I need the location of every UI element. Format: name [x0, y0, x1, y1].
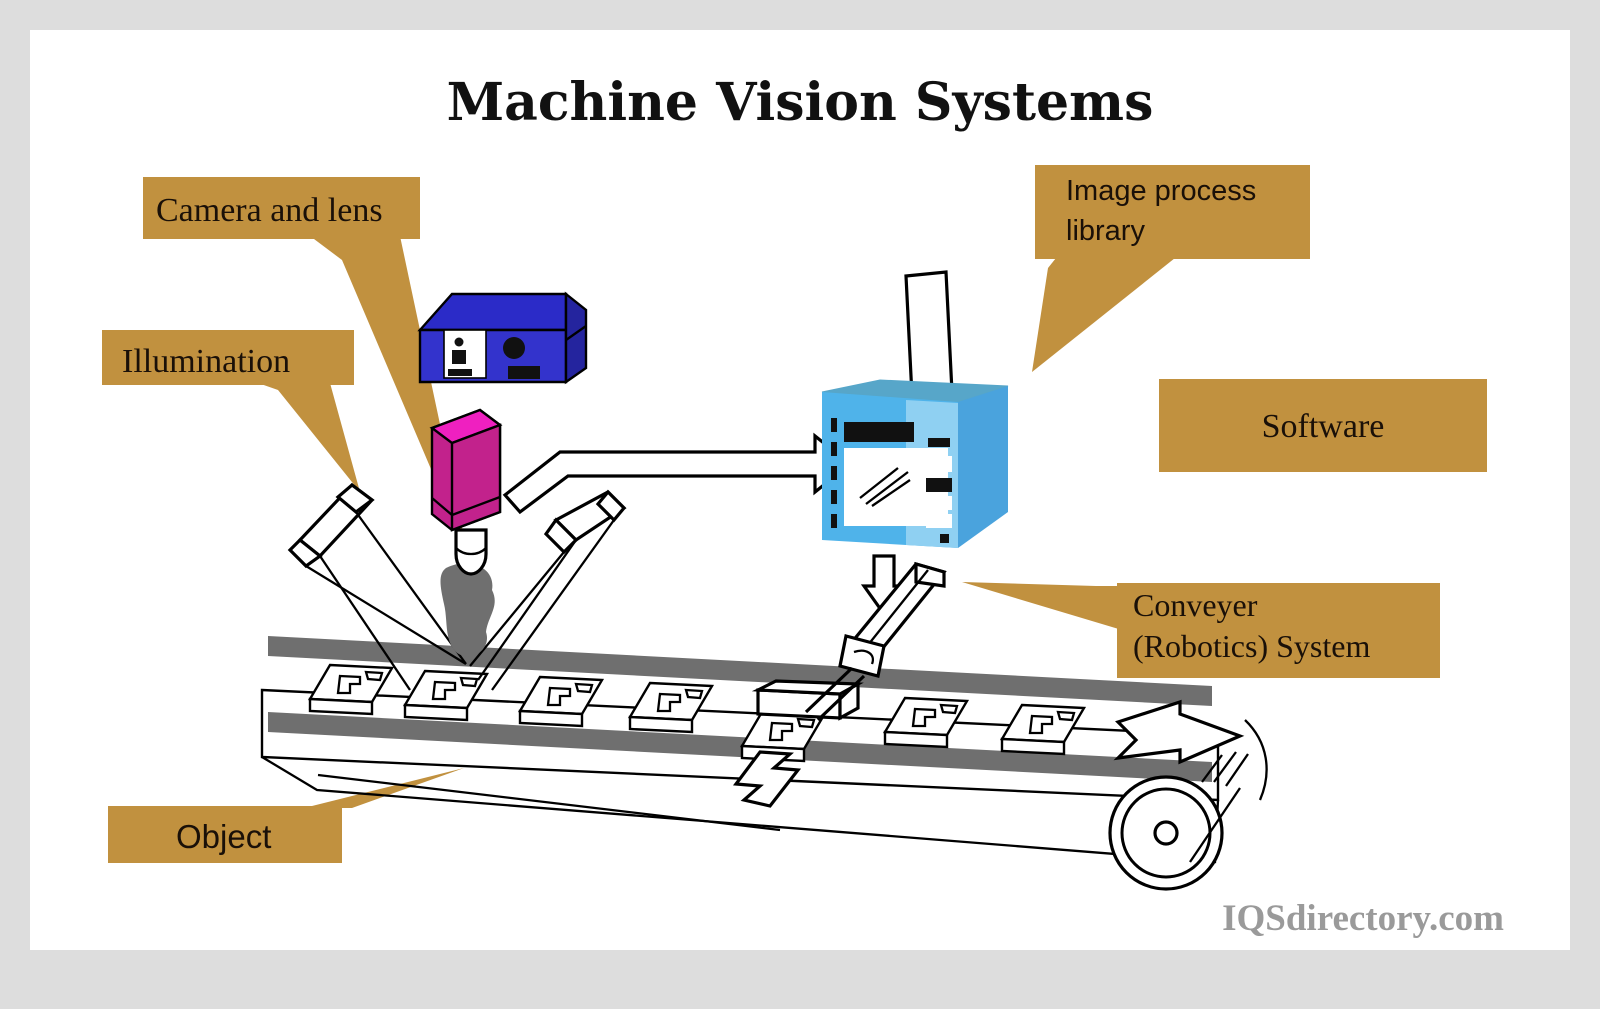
computer-button-4[interactable]	[926, 496, 952, 510]
callout-software[interactable]: Software	[1159, 379, 1487, 472]
callout-box-software[interactable]	[1159, 379, 1487, 472]
conveyor-rail-top	[268, 636, 1212, 706]
objects-on-belt	[307, 663, 1087, 808]
callout-box-camera-and-lens[interactable]	[143, 177, 420, 239]
controller-knob	[503, 337, 525, 359]
computer-button-3[interactable]	[926, 478, 952, 492]
controller-led	[454, 337, 464, 347]
list-item	[307, 663, 395, 716]
callout-tail-conveyer-system	[962, 582, 1132, 633]
callout-label-image-process-library-line2: library	[1066, 215, 1145, 247]
callout-box-object[interactable]	[108, 806, 342, 863]
camera-lens	[454, 528, 488, 576]
callout-label-conveyer-system-line1: Conveyer	[1133, 587, 1258, 623]
callout-box-image-process-library[interactable]	[1035, 165, 1310, 259]
computer-top-face	[822, 380, 1008, 402]
roller-hatching	[1201, 751, 1249, 787]
callout-label-software: Software	[1262, 408, 1385, 445]
callout-tail-object	[280, 768, 464, 808]
lens-ring	[455, 547, 487, 556]
page-title: Machine Vision Systems	[447, 72, 1154, 133]
controller-port	[508, 366, 540, 379]
list-item	[627, 681, 715, 734]
list-item	[517, 675, 605, 728]
computer-button-1[interactable]	[928, 438, 950, 447]
callout-tails	[258, 236, 1175, 808]
callout-label-image-process-library-line1: Image process	[1066, 175, 1256, 207]
callout-label-conveyer-system-line2: (Robotics) System	[1133, 628, 1370, 664]
conveyor-belt	[260, 636, 1268, 891]
controller-box	[417, 291, 588, 385]
computer-header-bar	[844, 422, 914, 442]
object-leader-line	[317, 773, 781, 832]
belt-direction-arrow	[1113, 699, 1245, 765]
camera-and-lens	[429, 408, 503, 576]
inspected-object	[440, 563, 495, 657]
controller-front-face	[418, 328, 568, 384]
callout-tail-illumination	[258, 383, 360, 492]
computer-button-5[interactable]	[926, 514, 952, 528]
watermark: IQSdirectory.com	[1222, 898, 1504, 939]
callout-illumination[interactable]: Illumination	[102, 330, 354, 385]
callout-conveyer-system[interactable]: Conveyer (Robotics) System	[1117, 583, 1440, 678]
camera-seam	[431, 495, 501, 517]
illumination-lamp-left	[287, 482, 467, 691]
roller-arc-top	[1244, 719, 1268, 801]
controller-panel-square	[452, 350, 466, 364]
screen-graphic	[859, 467, 911, 507]
callout-box-conveyer-system[interactable]	[1117, 583, 1440, 678]
roller-hub	[1153, 820, 1179, 846]
computer-side-face	[958, 386, 1008, 548]
callout-tail-image-process-library	[1032, 258, 1175, 372]
camera-front-face	[450, 423, 502, 532]
controller-side-face	[564, 291, 588, 385]
controller-panel-bar	[448, 369, 472, 376]
reject-arrow	[732, 750, 802, 808]
controller-top-face	[417, 292, 568, 332]
computer-button-2[interactable]	[926, 456, 952, 472]
callout-camera-and-lens[interactable]: Camera and lens	[143, 177, 420, 239]
callout-label-object: Object	[176, 818, 271, 855]
callout-tail-camera-and-lens	[310, 236, 468, 556]
illumination-lamp-right	[469, 489, 627, 691]
computer-indicator	[940, 534, 949, 543]
roller-arc-bottom	[1189, 787, 1241, 863]
callout-image-process-library[interactable]: Image process library	[1035, 165, 1310, 259]
list-item	[999, 703, 1087, 756]
robotic-arm	[804, 561, 947, 722]
controller-side-seam	[565, 325, 587, 341]
callout-box-illumination[interactable]	[102, 330, 354, 385]
callout-label-illumination: Illumination	[122, 343, 290, 380]
vision-computer	[821, 270, 1009, 548]
conveyor-roller	[1108, 719, 1268, 891]
gripped-object	[751, 679, 864, 721]
paper-output	[904, 270, 954, 398]
conveyor-rail-bottom	[268, 712, 1212, 782]
list-item	[882, 696, 970, 749]
callout-label-camera-and-lens: Camera and lens	[156, 192, 383, 229]
callout-object[interactable]: Object	[108, 806, 342, 863]
signal-arrow-camera-to-computer	[502, 432, 853, 515]
list-item	[402, 669, 490, 722]
